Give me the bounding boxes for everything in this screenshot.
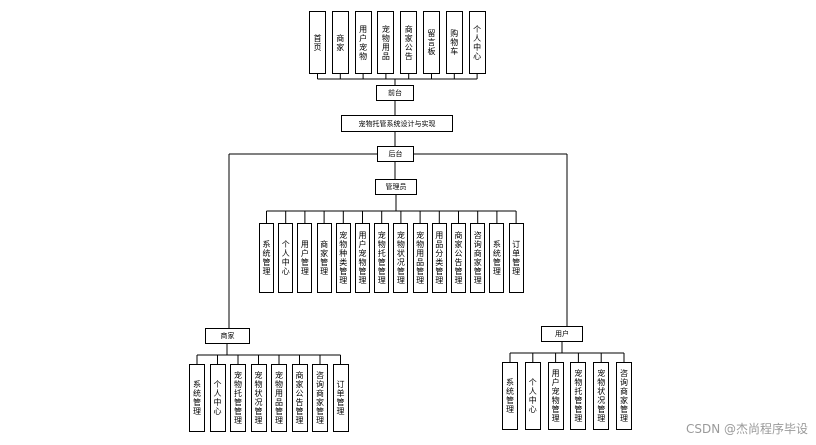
admin-module-1: 系统管理 [259,223,274,293]
module-label: 订单管理 [512,240,521,276]
module-label: 系统管理 [506,378,514,414]
system-title-node: 宠物托管系统设计与实现 [341,115,453,132]
module-label: 宠物状况管理 [597,369,606,423]
module-label: 用品分类管理 [435,231,444,285]
admin-module-2: 个人中心 [278,223,294,293]
merchant-module-6: 商家公告管理 [291,364,308,432]
module-label: 商家 [336,33,345,52]
merchant-module-5: 宠物用品管理 [271,364,287,432]
module-label: 用户宠物管理 [358,231,367,285]
admin-module-4: 商家管理 [316,223,332,293]
merchant-module-3: 宠物托管管理 [230,364,246,432]
module-label: 个人中心 [528,378,537,414]
admin-module-9: 宠物用品管理 [412,223,428,293]
admin-module-14: 订单管理 [508,223,524,293]
module-label: 宠物状况管理 [254,371,263,425]
module-label: 系统管理 [492,240,501,276]
front-module-4: 宠物用品 [377,11,395,74]
module-label: 商家公告管理 [295,371,304,425]
back-node: 后台 [377,146,414,162]
admin-module-5: 宠物种类管理 [335,223,351,293]
admin-module-8: 宠物状况管理 [393,223,409,293]
module-label: 咨询商家管理 [473,231,482,285]
module-label: 用户宠物管理 [551,369,560,423]
admin-module-11: 商家公告管理 [451,223,466,293]
merchant-module-8: 订单管理 [332,364,349,432]
module-label: 商家公告管理 [454,231,463,285]
module-label: 宠物用品管理 [416,231,425,285]
front-module-2: 商家 [331,11,349,74]
front-module-6: 留言板 [423,11,440,74]
module-label: 系统管理 [262,240,271,276]
module-label: 个人中心 [473,24,482,61]
user-module-3: 用户宠物管理 [547,362,564,430]
merchant-module-1: 系统管理 [189,364,205,432]
user-module-5: 宠物状况管理 [593,362,610,430]
module-label: 商家公告 [404,24,413,61]
admin-module-13: 系统管理 [489,223,505,293]
module-label: 咨询商家管理 [620,369,628,423]
module-label: 宠物用品 [381,24,390,61]
watermark: CSDN @杰尚程序毕设 [685,422,808,436]
front-node: 前台 [376,85,414,101]
module-label: 订单管理 [336,380,345,416]
module-label: 个人中心 [213,380,222,416]
front-module-7: 购物车 [445,11,463,74]
front-module-3: 用户宠物 [354,11,372,74]
merchant-module-7: 咨询商家管理 [312,364,328,432]
module-label: 留言板 [427,29,436,56]
module-label: 购物车 [450,29,459,56]
merchant-node: 商家 [205,328,250,344]
user-module-1: 系统管理 [502,362,518,430]
module-label: 宠物托管管理 [377,231,386,285]
admin-module-10: 用品分类管理 [431,223,447,293]
module-label: 首页 [313,33,322,52]
module-label: 宠物用品管理 [275,371,283,425]
user-node: 用户 [541,326,583,342]
module-label: 用户宠物 [359,24,368,61]
front-module-1: 首页 [309,11,326,74]
admin-node: 管理员 [375,179,417,195]
module-label: 系统管理 [193,380,201,416]
front-module-8: 个人中心 [468,11,486,74]
module-label: 咨询商家管理 [316,371,324,425]
admin-module-3: 用户管理 [297,223,313,293]
front-module-5: 商家公告 [400,11,418,74]
merchant-module-2: 个人中心 [209,364,226,432]
user-module-6: 咨询商家管理 [616,362,632,430]
user-module-2: 个人中心 [524,362,541,430]
admin-module-6: 用户宠物管理 [355,223,370,293]
module-label: 宠物状况管理 [396,231,405,285]
admin-module-7: 宠物托管管理 [374,223,390,293]
user-module-4: 宠物托管管理 [570,362,587,430]
admin-module-12: 咨询商家管理 [470,223,486,293]
module-label: 宠物种类管理 [339,231,348,285]
merchant-module-4: 宠物状况管理 [250,364,267,432]
module-label: 个人中心 [281,240,290,276]
module-label: 商家管理 [320,240,329,276]
module-label: 宠物托管管理 [574,369,583,423]
module-label: 用户管理 [300,240,309,276]
module-label: 宠物托管管理 [234,371,242,425]
